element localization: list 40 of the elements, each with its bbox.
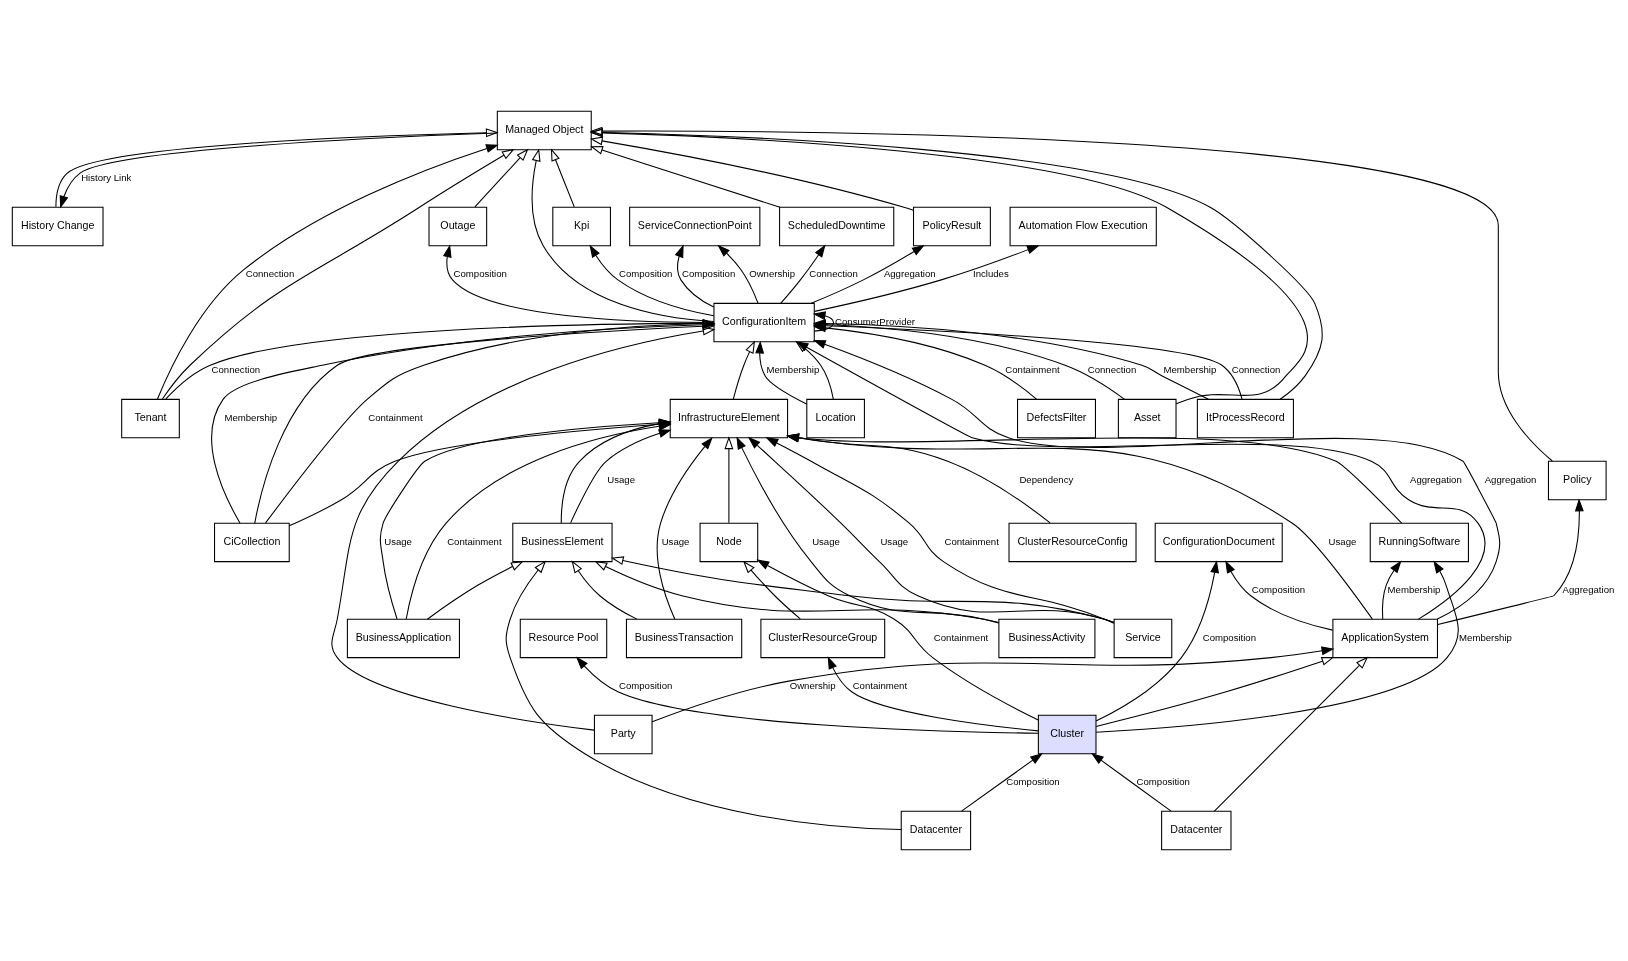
edge-label: Dependency (1019, 473, 1074, 485)
edge-label: Usage (661, 535, 690, 547)
edge-label: Usage (607, 473, 635, 485)
edge-label: Composition (1202, 631, 1257, 643)
edge-label: Composition (1251, 583, 1306, 595)
edge-label: Membership (1387, 583, 1441, 595)
edge-label: Usage (1328, 535, 1357, 547)
edge-label: Composition (618, 679, 673, 691)
edge-label: Aggregation (1562, 583, 1615, 595)
edge-label: Ownership (749, 267, 796, 279)
edge-label: Connection (1087, 363, 1137, 375)
edge-label: Usage (812, 535, 840, 547)
edge-label: Usage (384, 535, 412, 547)
edge-label: Containment (933, 631, 989, 643)
edge-label: Connection (809, 267, 858, 279)
edge-label: Composition (681, 267, 736, 279)
edge-label: Containment (447, 535, 502, 547)
edge-label: History Link (81, 171, 132, 183)
edge-label: Includes (973, 267, 1009, 279)
edge-label: Connection (1231, 363, 1281, 375)
edge-label: Connection (245, 267, 295, 279)
edge-label: Membership (1163, 363, 1217, 375)
edge-label: Connection (211, 363, 261, 375)
edge-label: Composition (1006, 775, 1060, 787)
edge-label: Containment (1005, 363, 1060, 375)
edge-label: Membership (1459, 631, 1512, 643)
edge-label: Usage (880, 535, 909, 547)
edge-label: ConsumerProvider (835, 315, 916, 327)
edge-label: Aggregation (883, 267, 936, 279)
edge-label: Membership (224, 411, 278, 423)
edge-label: Containment (852, 679, 908, 691)
edge-label: Composition (453, 267, 507, 279)
edge-label: Ownership (789, 679, 836, 691)
edge-label: Containment (944, 535, 999, 547)
edge-label: Composition (1136, 775, 1190, 787)
edge-label: Containment (368, 411, 423, 423)
edge-label: Aggregation (1410, 473, 1462, 485)
edge-label: Membership (766, 363, 820, 375)
edge-label: Composition (618, 267, 673, 279)
edge-label: Aggregation (1484, 473, 1537, 485)
